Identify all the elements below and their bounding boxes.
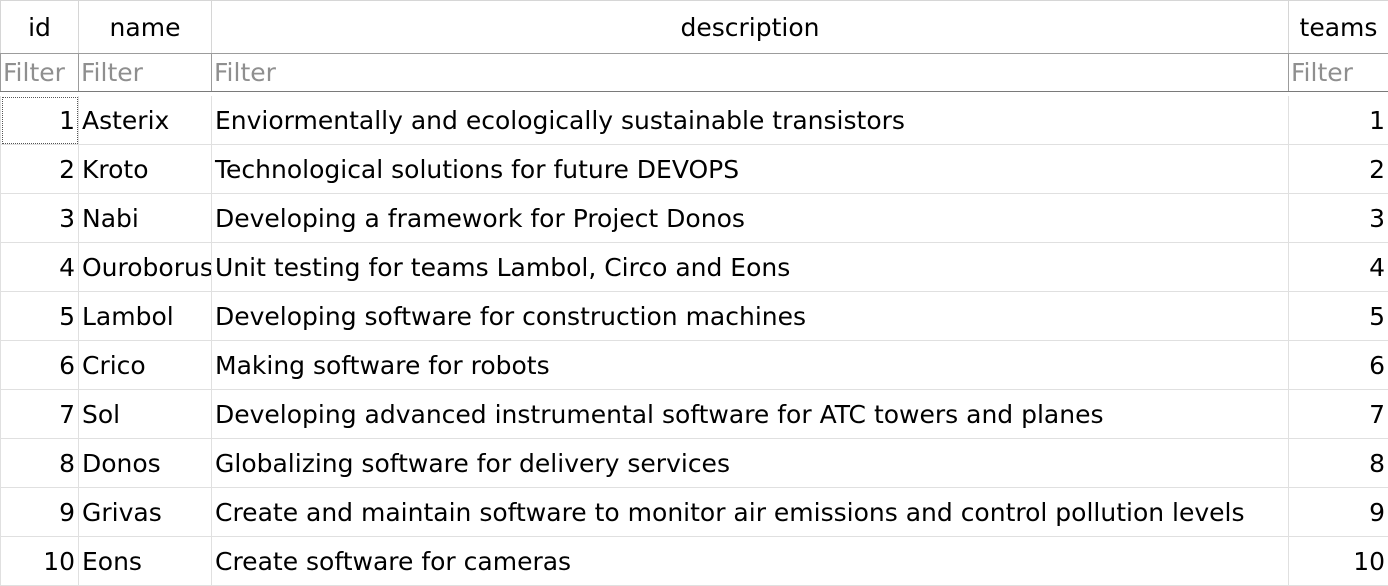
column-header-teams[interactable]: teams xyxy=(1289,1,1388,54)
filter-cell-id xyxy=(1,54,79,92)
cell-id[interactable]: 8 xyxy=(1,439,79,488)
cell-name[interactable]: Eons xyxy=(79,537,212,586)
cell-teams[interactable]: 9 xyxy=(1289,488,1388,537)
cell-id[interactable]: 3 xyxy=(1,194,79,243)
cell-name[interactable]: Donos xyxy=(79,439,212,488)
cell-description[interactable]: Technological solutions for future DEVOP… xyxy=(212,145,1289,194)
cell-teams[interactable]: 2 xyxy=(1289,145,1388,194)
cell-teams[interactable]: 6 xyxy=(1289,341,1388,390)
table-row[interactable]: 8 Donos Globalizing software for deliver… xyxy=(1,439,1388,488)
cell-id[interactable]: 5 xyxy=(1,292,79,341)
cell-teams[interactable]: 8 xyxy=(1289,439,1388,488)
table-row[interactable]: 6 Crico Making software for robots 6 xyxy=(1,341,1388,390)
cell-name[interactable]: Lambol xyxy=(79,292,212,341)
cell-description[interactable]: Developing software for construction mac… xyxy=(212,292,1289,341)
cell-description[interactable]: Developing advanced instrumental softwar… xyxy=(212,390,1289,439)
cell-teams[interactable]: 7 xyxy=(1289,390,1388,439)
cell-id[interactable]: 10 xyxy=(1,537,79,586)
cell-name[interactable]: Kroto xyxy=(79,145,212,194)
table-row[interactable]: 4 Ouroborus Unit testing for teams Lambo… xyxy=(1,243,1388,292)
table-row[interactable]: 2 Kroto Technological solutions for futu… xyxy=(1,145,1388,194)
cell-id[interactable]: 6 xyxy=(1,341,79,390)
cell-name[interactable]: Sol xyxy=(79,390,212,439)
table-row[interactable]: 7 Sol Developing advanced instrumental s… xyxy=(1,390,1388,439)
filter-cell-teams xyxy=(1289,54,1388,92)
table-row[interactable]: 5 Lambol Developing software for constru… xyxy=(1,292,1388,341)
cell-teams[interactable]: 10 xyxy=(1289,537,1388,586)
header-row: id name description teams xyxy=(1,1,1388,54)
cell-id[interactable]: 4 xyxy=(1,243,79,292)
filter-input-teams[interactable] xyxy=(1289,55,1388,91)
filter-input-name[interactable] xyxy=(79,55,211,91)
column-header-description[interactable]: description xyxy=(212,1,1289,54)
cell-name[interactable]: Asterix xyxy=(79,96,212,145)
cell-teams[interactable]: 5 xyxy=(1289,292,1388,341)
cell-teams[interactable]: 1 xyxy=(1289,96,1388,145)
cell-teams[interactable]: 3 xyxy=(1289,194,1388,243)
filter-input-id[interactable] xyxy=(1,55,78,91)
cell-id[interactable]: 1 xyxy=(1,96,79,145)
cell-description[interactable]: Globalizing software for delivery servic… xyxy=(212,439,1289,488)
cell-teams[interactable]: 4 xyxy=(1289,243,1388,292)
cell-id[interactable]: 2 xyxy=(1,145,79,194)
cell-description[interactable]: Unit testing for teams Lambol, Circo and… xyxy=(212,243,1289,292)
cell-description[interactable]: Create software for cameras xyxy=(212,537,1289,586)
cell-name[interactable]: Nabi xyxy=(79,194,212,243)
cell-name[interactable]: Crico xyxy=(79,341,212,390)
column-header-name[interactable]: name xyxy=(79,1,212,54)
cell-description[interactable]: Enviormentally and ecologically sustaina… xyxy=(212,96,1289,145)
cell-description[interactable]: Making software for robots xyxy=(212,341,1289,390)
cell-description[interactable]: Create and maintain software to monitor … xyxy=(212,488,1289,537)
cell-description[interactable]: Developing a framework for Project Donos xyxy=(212,194,1289,243)
cell-name[interactable]: Grivas xyxy=(79,488,212,537)
table-row[interactable]: 1 Asterix Enviormentally and ecologicall… xyxy=(1,96,1388,145)
table-row[interactable]: 10 Eons Create software for cameras 10 xyxy=(1,537,1388,586)
cell-id[interactable]: 7 xyxy=(1,390,79,439)
table-row[interactable]: 3 Nabi Developing a framework for Projec… xyxy=(1,194,1388,243)
filter-cell-description xyxy=(212,54,1289,92)
cell-id[interactable]: 9 xyxy=(1,488,79,537)
filter-row xyxy=(1,54,1388,92)
column-header-id[interactable]: id xyxy=(1,1,79,54)
table-row[interactable]: 9 Grivas Create and maintain software to… xyxy=(1,488,1388,537)
cell-name[interactable]: Ouroborus xyxy=(79,243,212,292)
filter-cell-name xyxy=(79,54,212,92)
filter-input-description[interactable] xyxy=(212,55,1288,91)
